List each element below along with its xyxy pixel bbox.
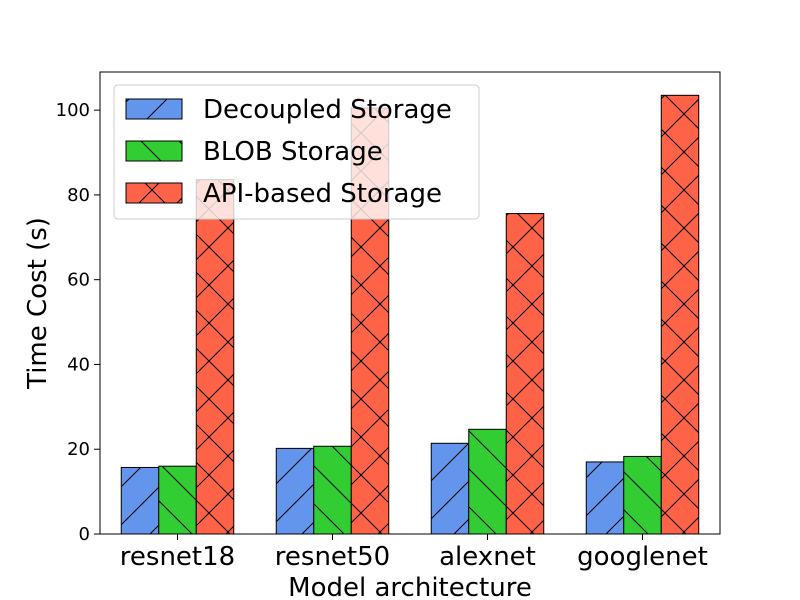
y-tick-label: 60 — [67, 270, 90, 291]
x-tick-label-resnet50: resnet50 — [275, 542, 390, 572]
y-axis-label: Time Cost (s) — [23, 217, 53, 390]
bar-resnet18-series-3 — [195, 179, 235, 535]
legend-item: BLOB Storage — [125, 137, 383, 167]
x-tick-label-alexnet: alexnet — [439, 542, 536, 572]
legend-item: API-based Storage — [125, 179, 442, 209]
x-axis-label: Model architecture — [288, 573, 532, 600]
bar-alexnet-series-2 — [468, 428, 507, 535]
bar-resnet18-series-2 — [158, 465, 197, 535]
bar-alexnet-series-1 — [430, 442, 470, 535]
y-tick-label: 80 — [67, 185, 90, 206]
y-tick-label: 0 — [79, 524, 90, 545]
bar-resnet50-series-2 — [313, 445, 352, 535]
bar-googlenet-series-3 — [660, 94, 700, 535]
y-axis-ticks: 0 20 40 60 80 100 — [56, 100, 100, 545]
legend-label: BLOB Storage — [203, 137, 383, 167]
legend-box — [113, 84, 480, 220]
legend-label: Decoupled Storage — [203, 95, 452, 125]
legend-item: Decoupled Storage — [125, 95, 452, 125]
bar-googlenet-series-1 — [585, 461, 625, 535]
bar-resnet18-series-1 — [120, 466, 160, 535]
y-tick-label: 40 — [67, 354, 90, 375]
y-tick-label: 100 — [56, 100, 90, 121]
y-tick-label: 20 — [67, 439, 90, 460]
bar-googlenet-series-2 — [623, 455, 662, 535]
x-axis-ticks: resnet18 resnet50 alexnet googlenet — [120, 534, 708, 572]
x-tick-label-googlenet: googlenet — [577, 542, 708, 572]
bar-resnet50-series-1 — [275, 447, 315, 535]
legend-label: API-based Storage — [203, 179, 442, 209]
bar-alexnet-series-3 — [505, 213, 545, 535]
plot-area-frame — [99, 71, 721, 535]
x-tick-label-resnet18: resnet18 — [120, 542, 235, 572]
